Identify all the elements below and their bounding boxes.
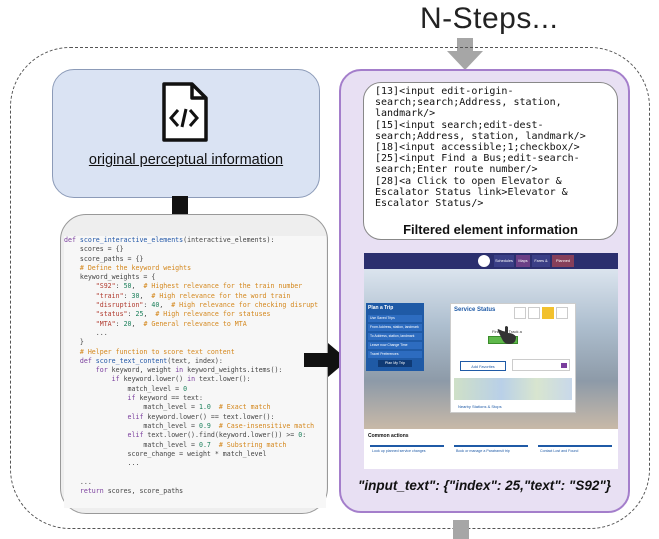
filtered-element-line: [13]<input edit-origin-search;search;Add…: [375, 86, 568, 120]
code-line: ...: [64, 328, 108, 337]
code-line: scores = {}: [64, 245, 124, 254]
rail-tab-icon[interactable]: [556, 307, 568, 319]
code-line: "MTA": 20, # General relevance to MTA: [95, 319, 247, 328]
code-line: # Helper function to score text content: [79, 347, 235, 356]
code-line: match_level = 0.7 # Substring match: [64, 440, 287, 449]
code-file-icon: [162, 82, 208, 142]
filtered-element-line: [25]<input Find a Bus;edit-search-search…: [375, 153, 580, 176]
add-favorites-button[interactable]: Add Favorites: [460, 361, 506, 371]
code-line: return scores, score_paths: [79, 487, 184, 496]
code-line: }: [64, 338, 84, 347]
filtered-element-list: [13]<input edit-origin-search;search;Add…: [375, 86, 615, 209]
destination-input[interactable]: To Address, station, landmark: [368, 333, 422, 340]
code-line: score_paths = {}: [64, 254, 144, 263]
site-nav-bar: Schedules Maps Fares & Tolls Planned Wor…: [364, 253, 618, 275]
code-line: match_level = 1.0 # Exact match: [64, 403, 271, 412]
filtered-element-line: [28]<a Click to open Elevator & Escalato…: [375, 175, 574, 210]
code-line: "disruption": 40, # High relevance for c…: [95, 301, 319, 310]
nav-item[interactable]: Fares & Tolls: [532, 255, 550, 275]
code-line: # Define the keyword weights: [79, 263, 192, 272]
perceptual-info-label: original perceptual information: [88, 152, 284, 168]
travel-prefs-row[interactable]: Travel Preferences: [368, 351, 422, 358]
code-line: def score_text_content(text, index):: [79, 356, 223, 365]
planned-service-badge: [561, 363, 567, 368]
n-steps-title: N-Steps...: [420, 2, 559, 35]
plan-my-trip-button[interactable]: Plan My Trip: [378, 360, 412, 367]
code-line: if keyword == text:: [127, 394, 203, 403]
code-line: [64, 468, 326, 477]
nav-item[interactable]: Schedules: [494, 255, 514, 267]
nav-item[interactable]: Maps: [516, 255, 530, 267]
code-line: elif keyword.lower() == text.lower():: [127, 412, 275, 421]
code-line: elif text.lower().find(keyword.lower()) …: [127, 431, 307, 440]
mta-logo-icon: [478, 255, 490, 267]
code-line: "status": 25, # High relevance for statu…: [95, 310, 271, 319]
right-arrow-icon: [304, 343, 348, 377]
time-row[interactable]: Leave now Change Time: [368, 342, 422, 349]
favorites-tab-icon[interactable]: [514, 307, 526, 319]
code-line: "train": 30, # High relevance for the wo…: [95, 291, 291, 300]
top-arrow-icon: [447, 38, 483, 70]
map-thumbnail[interactable]: [454, 378, 572, 400]
plan-trip-title: Plan a Trip: [368, 305, 394, 311]
common-action-item[interactable]: Contact Lost and Found: [538, 445, 612, 467]
outer-dashed-frame: [10, 47, 650, 529]
nearby-stations-link[interactable]: Nearby Stations & Stops: [458, 404, 502, 409]
origin-input[interactable]: From Address, station, landmark: [368, 324, 422, 331]
code-line: if keyword.lower() in text.lower():: [111, 375, 251, 384]
website-screenshot: Schedules Maps Fares & Tolls Planned Wor…: [364, 253, 618, 469]
filtered-element-line: [15]<input search;edit-dest-search;Addre…: [375, 119, 586, 142]
code-line: match_level = 0: [64, 384, 188, 393]
code-line: ...: [64, 477, 92, 486]
subway-tab-icon[interactable]: [528, 307, 540, 319]
planned-service-box[interactable]: [512, 359, 570, 371]
common-actions-section: [364, 429, 618, 469]
service-status-title: Service Status: [454, 307, 496, 313]
plan-row[interactable]: Use Saved Trips: [368, 315, 422, 322]
nav-item[interactable]: Planned Work: [552, 255, 574, 275]
bottom-arrow-icon: [453, 520, 469, 539]
code-line: "S92": 50, # Highest relevance for the t…: [95, 282, 303, 291]
code-line: for keyword, weight in keyword_weights.i…: [95, 366, 283, 375]
status-tabs: [514, 307, 570, 319]
code-line: ...: [64, 459, 140, 468]
filtered-element-title: Filtered element information: [403, 222, 578, 237]
code-line: def score_interactive_elements(interacti…: [64, 236, 275, 244]
code-line: keyword_weights = {: [64, 273, 156, 282]
code-line: score_change = weight * match_level: [64, 449, 267, 458]
common-action-item[interactable]: Look up planned service changes: [370, 445, 444, 467]
code-snippet: def score_interactive_elements(interacti…: [64, 236, 326, 508]
common-actions-title: Common actions: [368, 433, 409, 439]
filtered-element-line: [18]<input accessible;1;checkbox/>: [375, 142, 580, 154]
filtered-element-box: [363, 82, 618, 240]
bus-tab-icon[interactable]: [542, 307, 554, 319]
code-line: match_level = 0.9 # Case-insensitive mat…: [64, 421, 315, 430]
action-output-text: "input_text": {"index": 25,"text": "S92"…: [357, 478, 611, 493]
common-action-item[interactable]: Book or manage a Paratransit trip: [454, 445, 528, 467]
pointing-hand-icon: [497, 326, 516, 344]
